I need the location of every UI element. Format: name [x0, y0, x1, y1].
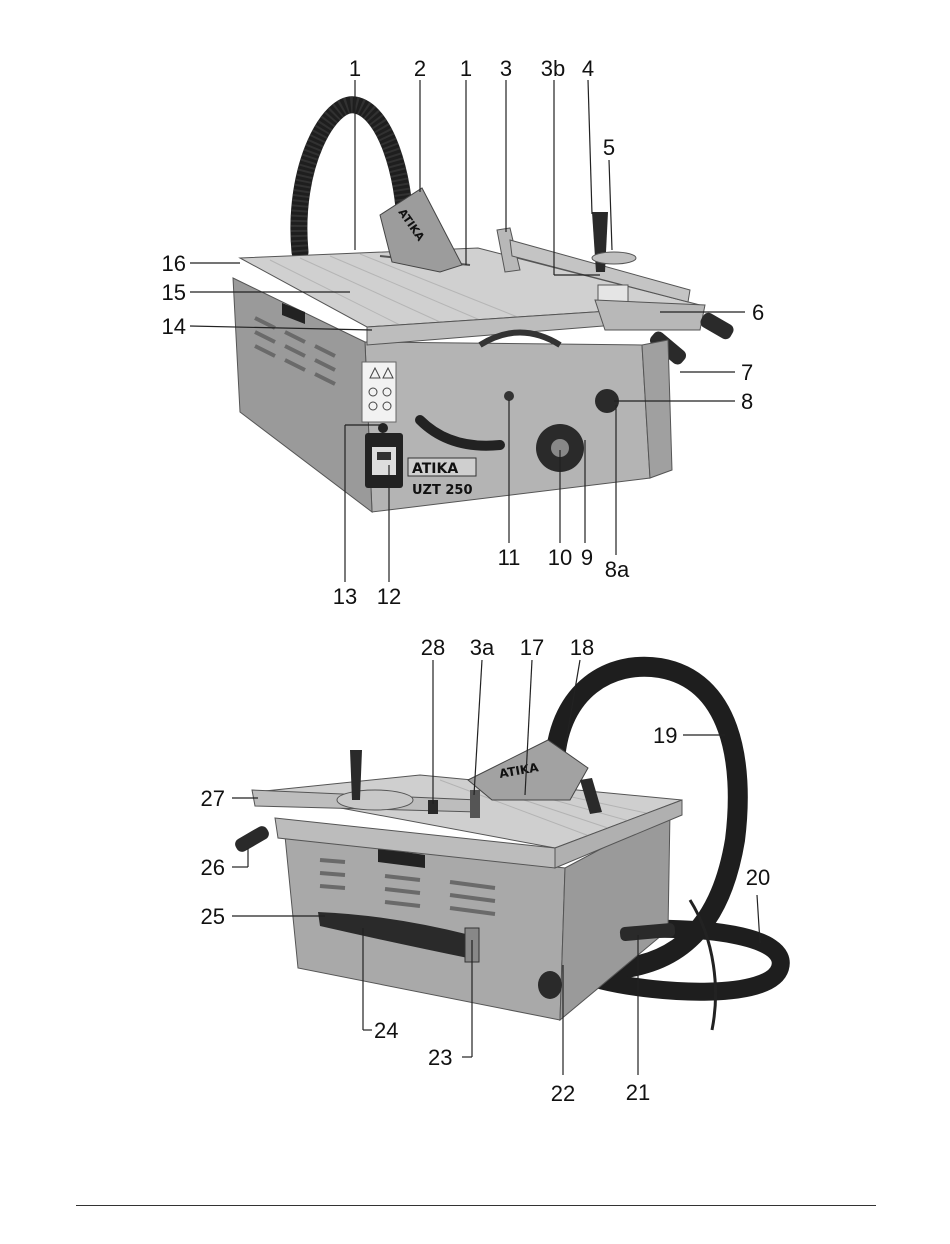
bottom-callout-24: 24	[374, 1018, 398, 1043]
bottom-callout-20: 20	[746, 865, 770, 890]
top-callout-2: 2	[414, 56, 426, 81]
top-callout-11: 11	[498, 545, 521, 570]
top-callout-1b: 1	[460, 56, 472, 81]
top-callout-13: 13	[333, 584, 357, 609]
bottom-callout-23: 23	[428, 1045, 452, 1070]
top-callout-8: 8	[741, 389, 753, 414]
bottom-mitre-handle	[350, 750, 362, 800]
bottom-callout-27: 27	[201, 786, 225, 811]
bottom-callout-18: 18	[570, 635, 594, 660]
bottom-callout-21: 21	[626, 1080, 650, 1105]
bottom-callout-22: 22	[551, 1081, 575, 1106]
top-callout-10: 10	[548, 545, 572, 570]
footer-rule	[76, 1205, 876, 1206]
top-callout-4: 4	[582, 56, 594, 81]
top-figure: ATIKA	[233, 105, 736, 512]
top-callout-15: 15	[162, 280, 186, 305]
bottom-callout-19: 19	[653, 723, 677, 748]
bottom-callout-28: 28	[421, 635, 445, 660]
bottom-callout-3a: 3a	[470, 635, 495, 660]
top-callout-5: 5	[603, 135, 615, 160]
top-callout-16: 16	[162, 251, 186, 276]
top-callout-8a: 8a	[605, 557, 630, 582]
bottom-callout-26: 26	[201, 855, 225, 880]
top-callout-9: 9	[581, 545, 593, 570]
bottom-callout-17: 17	[520, 635, 544, 660]
top-callout-3: 3	[500, 56, 512, 81]
top-callout-1a: 1	[349, 56, 361, 81]
top-callout-14: 14	[162, 314, 186, 339]
top-model-plate: UZT 250	[412, 483, 473, 498]
top-callout-7: 7	[741, 360, 753, 385]
top-callout-6: 6	[752, 300, 764, 325]
bottom-callout-25: 25	[201, 904, 225, 929]
bottom-figure: ATIKA	[233, 667, 781, 1030]
top-callout-3b: 3b	[541, 56, 565, 81]
top-callout-12: 12	[377, 584, 401, 609]
top-housing-front	[365, 342, 650, 512]
top-brand-plate: ATIKA	[412, 461, 458, 477]
